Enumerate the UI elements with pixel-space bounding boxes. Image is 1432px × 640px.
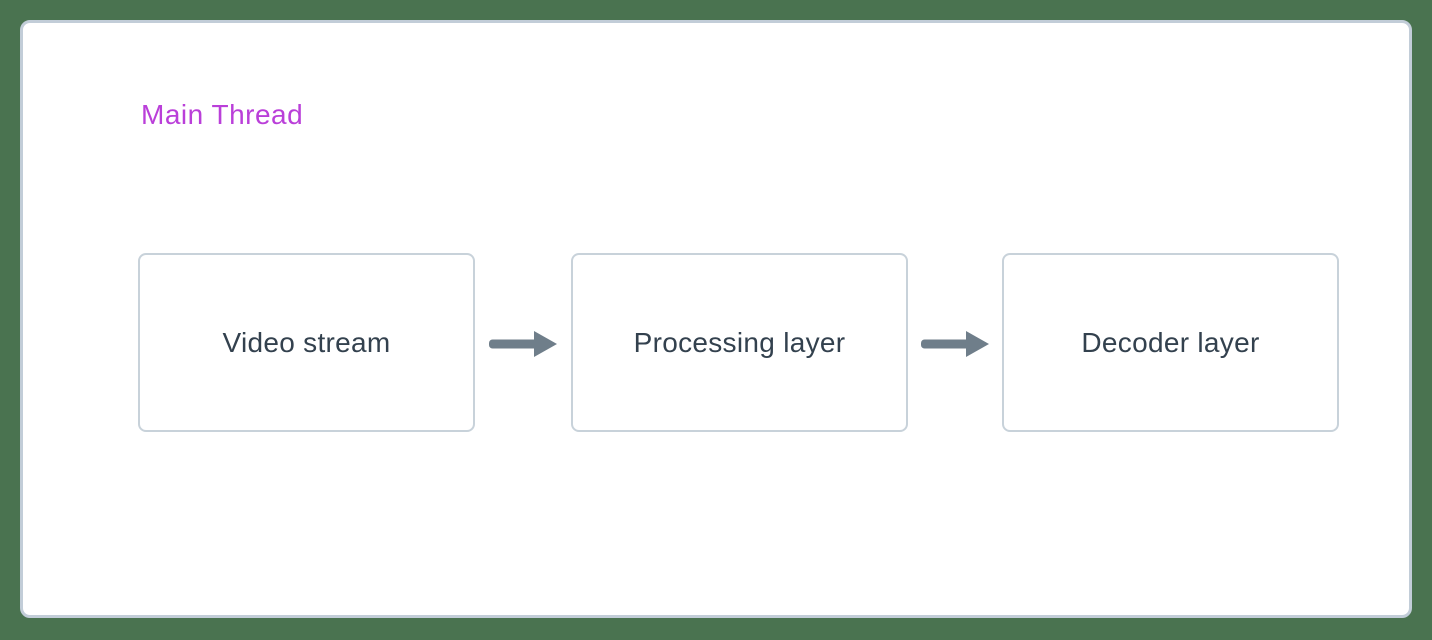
main-thread-panel: Main Thread Video stream Processing laye… xyxy=(20,20,1412,618)
node-decoder-layer: Decoder layer xyxy=(1002,253,1339,432)
node-video-stream: Video stream xyxy=(138,253,475,432)
node-processing-layer: Processing layer xyxy=(571,253,908,432)
arrow-right-icon xyxy=(489,330,557,358)
node-label: Processing layer xyxy=(633,326,846,358)
node-label: Video stream xyxy=(222,326,391,358)
diagram-title: Main Thread xyxy=(141,99,304,130)
node-label: Decoder layer xyxy=(1081,326,1260,358)
arrow-right-icon xyxy=(921,330,989,358)
